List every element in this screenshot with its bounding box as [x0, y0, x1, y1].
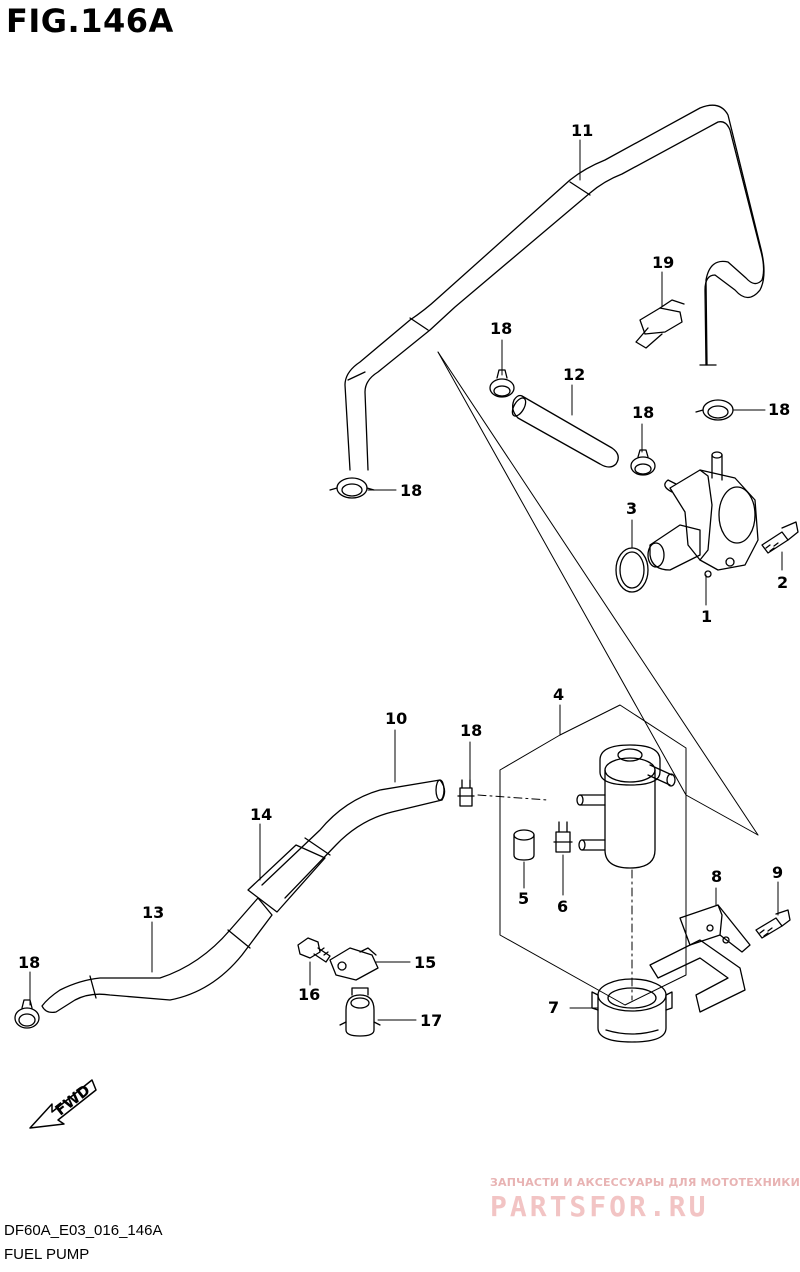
callout-9: 9 [772, 863, 783, 882]
o-ring-3 [615, 547, 649, 593]
figure-title: FIG.146A [6, 2, 174, 40]
callout-18: 18 [632, 403, 654, 422]
hose-13 [41, 897, 273, 1014]
callout-14: 14 [250, 805, 272, 824]
clamp-18-right [695, 399, 734, 421]
clip-19 [635, 299, 685, 349]
diagram-code: DF60A_E03_016_146A [4, 1222, 163, 1239]
hose-12 [511, 394, 619, 468]
callout-2: 2 [777, 573, 788, 592]
bolt-2 [761, 521, 799, 554]
bolt-9 [755, 909, 791, 939]
clamp-18-lower-left [14, 999, 40, 1029]
bracket-8 [649, 904, 751, 1013]
callout-17: 17 [420, 1011, 442, 1030]
callout-3: 3 [626, 499, 637, 518]
callout-13: 13 [142, 903, 164, 922]
fwd-label: FWD [52, 1081, 94, 1119]
callout-16: 16 [298, 985, 320, 1004]
hose-10 [261, 779, 446, 899]
callout-6: 6 [557, 897, 568, 916]
diagram-name: FUEL PUMP [4, 1246, 90, 1263]
callout-18: 18 [400, 481, 422, 500]
callout-18: 18 [460, 721, 482, 740]
callout-11: 11 [571, 121, 593, 140]
callout-12: 12 [563, 365, 585, 384]
clamp-18-filter [457, 779, 475, 807]
fwd-arrow [29, 1079, 97, 1129]
callout-19: 19 [652, 253, 674, 272]
filter-clamp-7 [591, 978, 673, 1043]
bolt-16 [297, 937, 331, 963]
callout-18: 18 [768, 400, 790, 419]
tube-5 [513, 829, 535, 861]
callout-15: 15 [414, 953, 436, 972]
holder-15 [329, 947, 379, 981]
hose-11 [344, 104, 765, 471]
watermark-logo: PARTSFOR.RU [490, 1190, 709, 1223]
clip-6 [553, 821, 573, 853]
clamp-18-left [329, 477, 375, 499]
callout-1: 1 [701, 607, 712, 626]
watermark-text: ЗАПЧАСТИ И АКСЕССУАРЫ ДЛЯ МОТОТЕХНИКИ [490, 1176, 800, 1189]
clip-17 [339, 987, 381, 1037]
fuel-filter-4 [576, 744, 676, 869]
assembly-outline [437, 351, 759, 1006]
fuel-pump-1 [647, 451, 759, 578]
callout-18: 18 [490, 319, 512, 338]
leader-lines [29, 139, 783, 1021]
clamp-18-mid [630, 449, 656, 476]
callout-4: 4 [553, 685, 564, 704]
callout-10: 10 [385, 709, 407, 728]
joint-14 [247, 837, 331, 913]
callout-7: 7 [548, 998, 559, 1017]
callout-8: 8 [711, 867, 722, 886]
callout-5: 5 [518, 889, 529, 908]
callout-18: 18 [18, 953, 40, 972]
